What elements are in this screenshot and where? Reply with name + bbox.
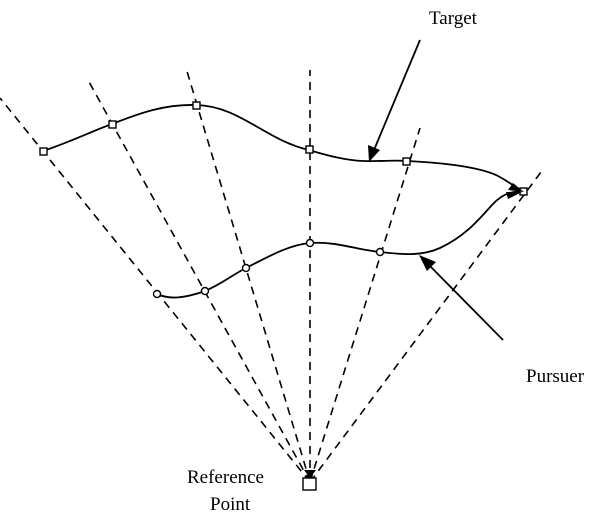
reference-point-marker [302,470,317,491]
ray-1 [0,97,311,483]
target-callout-arrow [368,39,421,162]
target-trajectory [42,104,525,193]
pursuer-callout-arrow [419,255,504,341]
reference-point-label-line1: Reference [187,467,264,488]
target-label: Target [429,8,478,29]
ray-2 [87,79,311,483]
target-waypoint [192,101,201,110]
pursuer-waypoint [375,247,385,257]
pursuer-waypoint [305,238,315,248]
pursuer-waypoint [200,286,210,296]
target-waypoint [108,120,117,129]
pursuer-curve-arrowhead [506,192,522,199]
ray-6 [309,167,545,483]
ray-3 [185,67,311,483]
reference-point-label-line2: Point [210,494,251,515]
target-waypoints [39,101,528,196]
pursuer-label: Pursuer [526,366,585,387]
target-waypoint [39,147,48,156]
target-waypoint [402,157,411,166]
line-of-sight-rays [0,67,545,483]
ray-5 [309,127,421,483]
target-curve-arrowhead [508,183,524,192]
pursuer-trajectory [156,190,522,299]
pursuer-waypoints [152,238,385,299]
target-waypoint [305,145,314,154]
pursuer-waypoint [241,263,251,273]
pursuer-waypoint [152,289,162,299]
